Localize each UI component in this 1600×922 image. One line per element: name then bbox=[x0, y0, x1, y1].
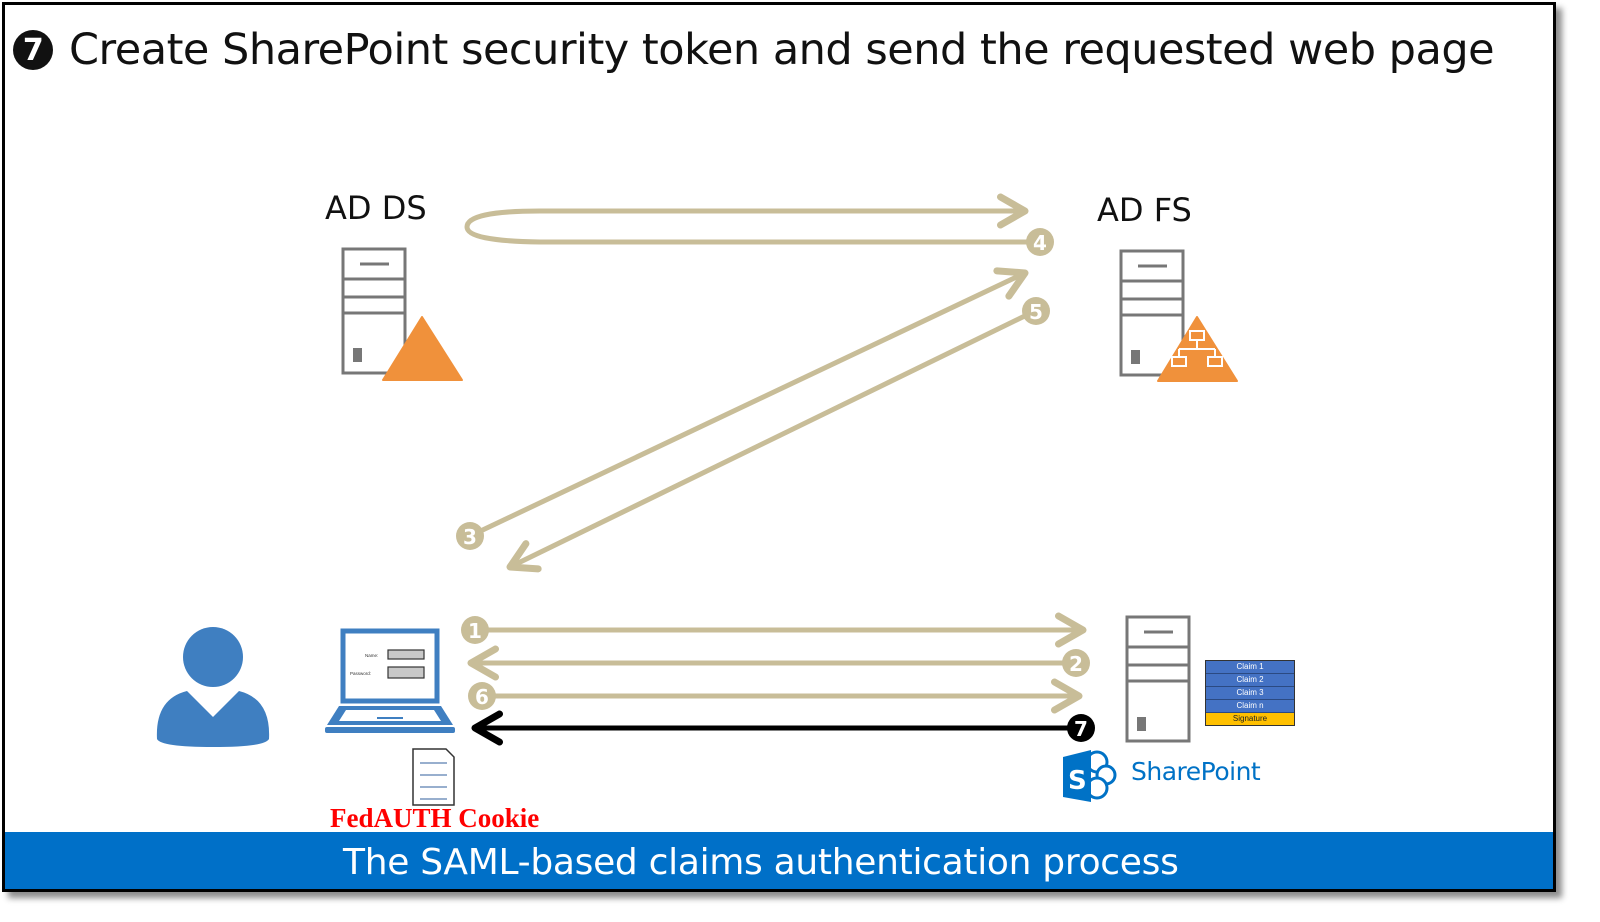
client-laptop-icon: Name: Password: bbox=[325, 628, 455, 733]
step-3-arrow: 3 bbox=[456, 267, 1029, 550]
step-7-arrow: 7 bbox=[471, 710, 1095, 746]
slide-title: 7 Create SharePoint security token and s… bbox=[11, 19, 1495, 81]
ad-fs-hierarchy-triangle-icon bbox=[1157, 316, 1238, 382]
svg-text:S: S bbox=[1068, 766, 1087, 796]
step-1-arrow: 1 bbox=[461, 612, 1087, 648]
step-4-number: 4 bbox=[1033, 231, 1047, 255]
security-token: Claim 1 Claim 2 Claim 3 Claim n Signatur… bbox=[1205, 660, 1295, 726]
step-1-badge bbox=[461, 616, 489, 644]
step-2-number: 2 bbox=[1069, 652, 1083, 676]
step-4-badge bbox=[1026, 228, 1054, 256]
login-password-label: Password: bbox=[350, 671, 371, 676]
step-3-badge bbox=[456, 522, 484, 550]
step-7-badge: 7 bbox=[13, 30, 53, 70]
login-name-label: Name: bbox=[365, 653, 378, 658]
step-7-badge bbox=[1067, 714, 1095, 742]
step-1-number: 1 bbox=[468, 619, 482, 643]
slide: 7 Create SharePoint security token and s… bbox=[2, 2, 1556, 892]
step-5-number: 5 bbox=[1029, 300, 1043, 324]
step-2-badge bbox=[1062, 649, 1090, 677]
step-3-number: 3 bbox=[463, 525, 477, 549]
step-6-number: 6 bbox=[475, 685, 489, 709]
ad-fs-label: AD FS bbox=[1097, 191, 1192, 229]
flow-diagram: S Name: Password: bbox=[156, 193, 1238, 806]
sharepoint-label: SharePoint bbox=[1131, 757, 1261, 786]
claim-item: Claim 1 bbox=[1206, 661, 1294, 674]
sharepoint-server-icon bbox=[1125, 615, 1191, 743]
claim-item: Claim 3 bbox=[1206, 687, 1294, 700]
step-6-badge bbox=[468, 682, 496, 710]
fedauth-cookie-document-icon bbox=[412, 748, 455, 806]
slide-title-text: Create SharePoint security token and sen… bbox=[69, 25, 1495, 75]
footer-caption: The SAML-based claims authentication pro… bbox=[343, 842, 1179, 883]
step-4-arrow: 4 bbox=[464, 193, 1054, 256]
token-signature: Signature bbox=[1206, 713, 1294, 725]
footer-banner: The SAML-based claims authentication pro… bbox=[5, 832, 1553, 889]
step-6-arrow: 6 bbox=[468, 678, 1083, 714]
ad-ds-warning-triangle-icon bbox=[382, 316, 463, 381]
step-5-badge bbox=[1022, 297, 1050, 325]
ad-ds-label: AD DS bbox=[325, 189, 427, 227]
claim-item: Claim n bbox=[1206, 700, 1294, 713]
claim-item: Claim 2 bbox=[1206, 674, 1294, 687]
step-2-arrow: 2 bbox=[467, 645, 1090, 681]
ad-fs-server-icon bbox=[1119, 249, 1238, 382]
user-person-icon bbox=[156, 627, 270, 747]
sharepoint-logo-icon: S bbox=[1063, 750, 1117, 802]
fedauth-cookie-label: FedAUTH Cookie bbox=[330, 803, 540, 833]
step-5-arrow: 5 bbox=[506, 297, 1050, 573]
step-7-number: 7 bbox=[1074, 717, 1088, 741]
ad-ds-server-icon bbox=[341, 247, 463, 381]
